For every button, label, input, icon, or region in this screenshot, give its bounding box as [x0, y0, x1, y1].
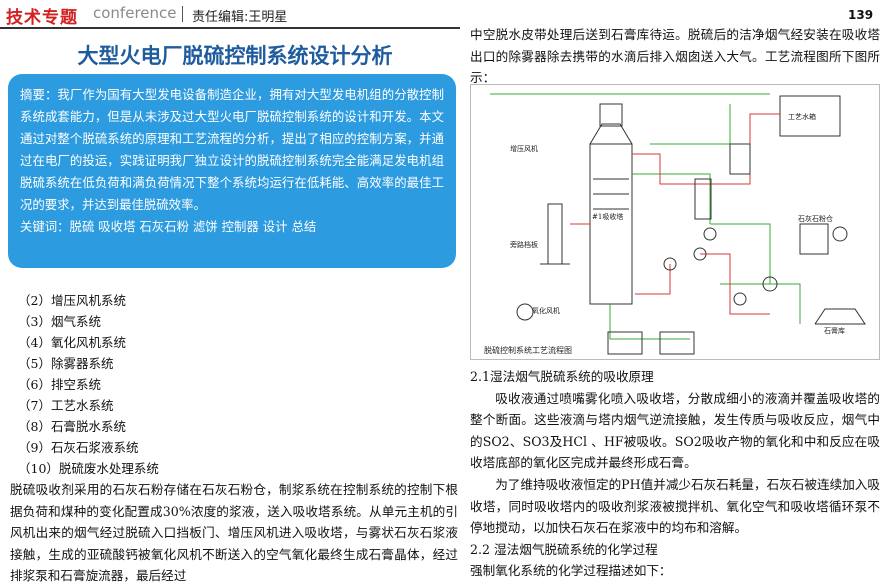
figure-caption: 脱硫控制系统工艺流程图 [484, 346, 572, 355]
list-item: （7）工艺水系统 [18, 398, 114, 413]
paragraph-2-1-a: 吸收液通过喷嘴雾化喷入吸收塔，分散成细小的液滴并覆盖吸收塔的整个断面。这些液滴与… [470, 390, 880, 471]
process-water-label: 工艺水箱 [788, 113, 816, 121]
list-item: （6）排空系统 [18, 377, 101, 392]
left-paragraph: 脱硫吸收剂采用的石灰石粉存储在石灰石粉仓，制浆系统在控制系统的控制下根据负荷和煤… [10, 482, 458, 584]
article-title: 大型火电厂脱硫控制系统设计分析 [77, 44, 393, 68]
equipment-symbols [516, 143, 848, 355]
header-rule [0, 27, 460, 29]
booster-label: 增压风机 [510, 145, 538, 153]
paragraph-2-2-a: 强制氧化系统的化学过程描述如下： [470, 563, 672, 579]
list-item: （4）氧化风机系统 [18, 335, 126, 350]
list-item: （8）石膏脱水系统 [18, 419, 126, 434]
section-subtitle: conference [93, 4, 177, 22]
list-item: （2）增压风机系统 [18, 293, 126, 308]
header-divider [182, 6, 183, 22]
bypass-label: 旁路档板 [510, 241, 538, 249]
green-pipes [490, 93, 801, 340]
editor-credit: 责任编辑:王明星 [192, 10, 288, 25]
oxidation-fan-label: 氧化风机 [532, 307, 560, 315]
paragraph-2-1-b: 为了维持吸收液恒定的PH值并减少石灰石耗量，石灰石被连续加入吸收塔，同时吸收塔内… [470, 476, 880, 536]
red-pipes [570, 113, 780, 315]
process-flow-svg [470, 84, 880, 360]
page-number: 139 [848, 8, 874, 22]
abstract-text: 摘要：我厂作为国有大型发电设备制造企业，拥有对大型发电机组的分散控制系统成套能力… [20, 87, 444, 212]
list-item: （10）脱硫废水处理系统 [18, 461, 159, 476]
right-top-paragraph: 中空脱水皮带处理后送到石膏库待运。脱硫后的洁净烟气经安装在吸收塔出口的除雾器除去… [470, 27, 880, 86]
list-item: （9）石灰石浆液系统 [18, 440, 139, 455]
section-heading-2-2: 2.2 湿法烟气脱硫系统的化学过程 [470, 541, 658, 557]
section-heading-2-1: 2.1湿法烟气脱硫系统的吸收原理 [470, 369, 654, 384]
limestone-label: 石灰石粉仓 [798, 215, 833, 223]
gypsum-label: 石膏库 [824, 327, 845, 335]
list-item: （3）烟气系统 [18, 314, 101, 329]
keywords: 关键词：脱硫 吸收塔 石灰石粉 滤饼 控制器 设计 总结 [20, 219, 317, 234]
page-header: 技术专题 conference 责任编辑:王明星 139 [0, 0, 888, 30]
section-tag: 技术专题 [6, 8, 78, 28]
absorber-label: #1吸收塔 [592, 213, 624, 221]
warehouse-icon [779, 95, 866, 325]
chimney-icon [540, 203, 570, 265]
list-item: （5）除雾器系统 [18, 356, 114, 371]
system-list: （2）增压风机系统 （3）烟气系统 （4）氧化风机系统 （5）除雾器系统 （6）… [18, 290, 318, 479]
abstract-box: 摘要：我厂作为国有大型发电设备制造企业，拥有对大型发电机组的分散控制系统成套能力… [8, 74, 456, 268]
process-flow-diagram: #1吸收塔 氧化风机 旁路档板 增压风机 工艺水箱 石膏库 石灰石粉仓 脱硫控制… [470, 84, 880, 360]
right-body: 2.1湿法烟气脱硫系统的吸收原理 吸收液通过喷嘴雾化喷入吸收塔，分散成细小的液滴… [470, 366, 880, 582]
